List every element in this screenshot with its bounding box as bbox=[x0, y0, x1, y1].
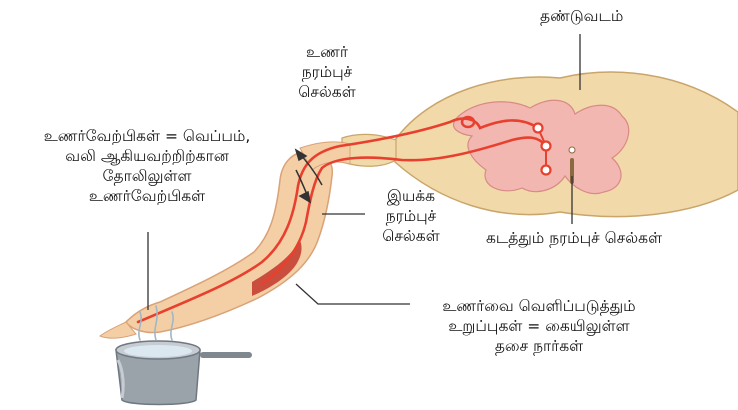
relay-neurons-label: கடத்தும் நரம்புச் செல்கள் bbox=[486, 228, 662, 248]
motor-neurons-line-1: இயக்க bbox=[366, 186, 456, 206]
hot-water-pot bbox=[116, 341, 252, 405]
sensory-neurons-label: உணர் நரம்புச் செல்கள் bbox=[282, 42, 372, 102]
motor-neurons-line-2: நரம்புச் bbox=[366, 206, 456, 226]
relay-neurons-text: கடத்தும் நரம்புச் செல்கள் bbox=[486, 228, 662, 248]
spinal-cord-text: தண்டுவடம் bbox=[540, 6, 623, 26]
effectors-label: உணர்வை வெளிப்படுத்தும் உறுப்புகள் = கையி… bbox=[404, 296, 674, 356]
receptors-line-1: உணர்வேற்பிகள் = வெப்பம், bbox=[0, 126, 294, 146]
sensory-neurons-line-2: நரம்புச் bbox=[282, 62, 372, 82]
receptors-label: உணர்வேற்பிகள் = வெப்பம், வலி ஆகியவற்றிற்… bbox=[0, 126, 294, 206]
spinal-cord-label: தண்டுவடம் bbox=[540, 6, 623, 26]
motor-neurons-label: இயக்க நரம்புச் செல்கள் bbox=[366, 186, 456, 246]
sensory-neurons-line-3: செல்கள் bbox=[282, 82, 372, 102]
receptors-line-4: உணர்வேற்பிகள் bbox=[0, 186, 294, 206]
effectors-line-1: உணர்வை வெளிப்படுத்தும் bbox=[404, 296, 674, 316]
effectors-line-2: உறுப்புகள் = கையிலுள்ள bbox=[404, 316, 674, 336]
motor-neurons-line-3: செல்கள் bbox=[366, 226, 456, 246]
sensory-neurons-line-1: உணர் bbox=[282, 42, 372, 62]
receptors-line-2: வலி ஆகியவற்றிற்கான bbox=[0, 146, 294, 166]
effectors-line-3: தசை நார்கள் bbox=[404, 336, 674, 356]
receptors-line-3: தோலிலுள்ள bbox=[0, 166, 294, 186]
